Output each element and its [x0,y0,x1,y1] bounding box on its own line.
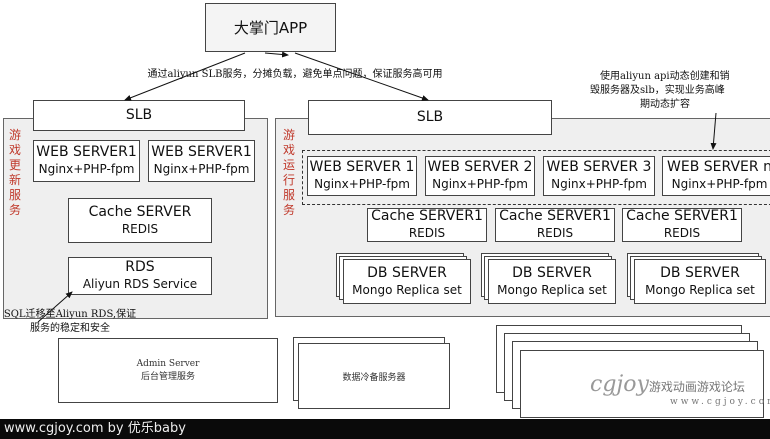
footer-bar: www.cgjoy.com by 优乐baby [0,419,770,439]
text-label: Nginx+PHP-fpm [38,162,135,176]
text-label: DB SERVER [512,264,592,281]
text-label: Cache SERVER1 [626,208,738,224]
rds-note: SQL迁移至Aliyun RDS,保证 服务的稳定和安全 [0,308,140,336]
text-label: Cache SERVER [88,203,192,220]
text-label: Admin Server [136,359,200,369]
text-label: Nginx+PHP-fpm [671,177,768,191]
text-label: Aliyun RDS Service [82,277,198,291]
text-label: Nginx+PHP-fpm [153,162,250,176]
text-label: WEB SERVER n [667,159,770,175]
runtime-service-label: 游戏运行服务 [283,128,296,217]
text-label: Mongo Replica set [497,282,607,297]
scale-note-line: 使用aliyun api动态创建和销 [600,71,730,82]
update-service-label: 游戏更新服务 [9,128,22,217]
web-server-n: WEB SERVER n Nginx+PHP-fpm [662,156,770,196]
text-label: WEB SERVER 1 [309,159,415,175]
text-label: DB SERVER [660,264,740,281]
text-label: 后台管理服务 [140,372,195,382]
text-label: DB SERVER [367,264,447,281]
text-label: Nginx+PHP-fpm [551,177,647,191]
text-label: WEB SERVER 3 [546,159,652,175]
slb-note: 通过aliyun SLB服务，分摊负载，避免单点问题，保证服务高可用 [147,69,443,80]
text-label: Cache SERVER1 [371,208,483,224]
rds-note-line: 服务的稳定和安全 [30,323,110,334]
text-label: REDIS [408,226,446,240]
web-server-1: WEB SERVER 1 Nginx+PHP-fpm [307,156,417,196]
text-label: Nginx+PHP-fpm [432,177,528,191]
text-label: Mongo Replica set [352,282,462,297]
text-label: REDIS [121,221,159,236]
text-label: www.cgjoy.com [670,397,770,407]
stack-front [520,350,764,418]
text-label: Cache SERVER1 [499,208,611,224]
app-title: 大掌门APP [233,19,308,37]
text-label: RDS [125,259,155,275]
text-label: WEB SERVER 2 [427,159,533,175]
text-label: 游戏动画游戏论坛 [648,380,745,394]
web-server-3: WEB SERVER 3 Nginx+PHP-fpm [543,156,655,196]
text-label: WEB SERVER1 [151,144,252,160]
text-label: SLB [125,107,153,123]
text-label: cgjoy [590,372,649,397]
admin-server: Admin Server 后台管理服务 [58,338,278,403]
footer-credit: www.cgjoy.com by 优乐baby [4,421,186,436]
web-server-2: WEB SERVER 2 Nginx+PHP-fpm [425,156,535,196]
web-server-group [302,150,770,205]
text-label: WEB SERVER1 [36,144,137,160]
watermark: cgjoy游戏动画游戏论坛 www.cgjoy.com [590,372,770,407]
rds-server: RDS Aliyun RDS Service [68,257,212,295]
scale-note-line: 期动态扩容 [640,99,690,110]
text-label: Nginx+PHP-fpm [314,177,410,191]
right-slb: SLB [308,100,552,135]
text-label: 数据冷备服务器 [342,372,406,383]
left-slb: SLB [33,100,245,131]
scale-note-line: 毁服务器及slb，实现业务高峰 [590,85,725,96]
scale-note: 使用aliyun api动态创建和销 毁服务器及slb，实现业务高峰 期动态扩容 [590,70,770,112]
rds-note-line: SQL迁移至Aliyun RDS,保证 [3,309,137,320]
text-label: REDIS [663,226,701,240]
text-label: Mongo Replica set [645,282,755,297]
text-label: SLB [416,109,444,125]
text-label: REDIS [536,226,574,240]
backup-server: 数据冷备服务器 [298,343,450,409]
app-box: 大掌门APP [205,3,336,52]
